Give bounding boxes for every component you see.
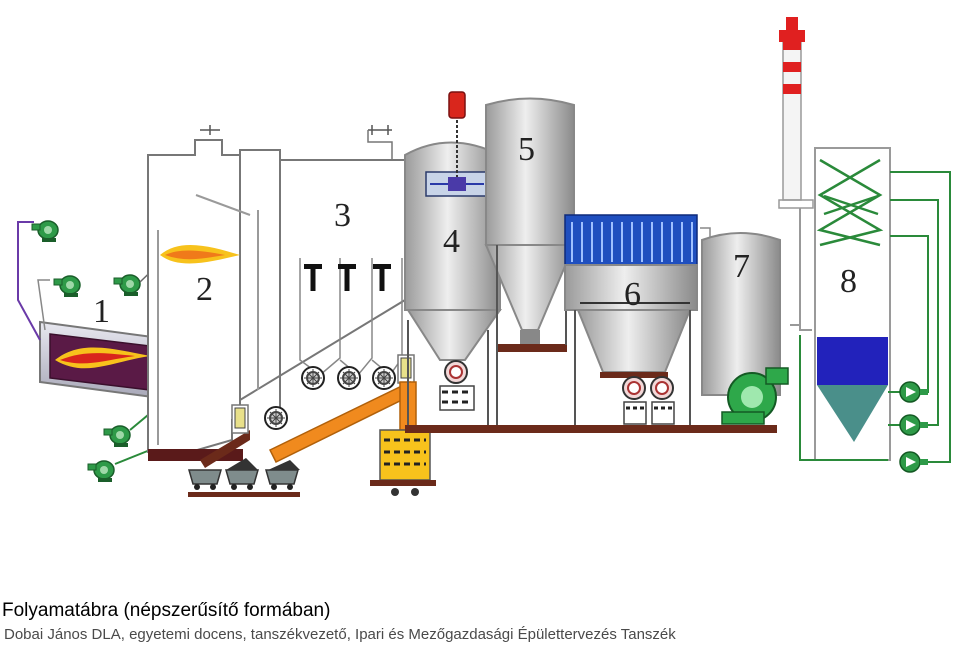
- floor-rail: [405, 425, 777, 433]
- fan-icon: [53, 275, 81, 298]
- reactor-silo: [404, 91, 502, 425]
- rotary-valve-icon: [301, 366, 325, 390]
- sootblower-icon: [304, 264, 322, 291]
- fan-icon: [87, 460, 115, 483]
- wet-scrubber: [790, 147, 951, 473]
- furnace-unit: [17, 220, 166, 483]
- rotary-valve-icon: [372, 366, 396, 390]
- rotary-valve-icon: [622, 376, 646, 400]
- heat-exchanger: [239, 125, 415, 430]
- ash-carts: [188, 458, 300, 497]
- stage-label-8: 8: [840, 263, 857, 300]
- stage-label-4: 4: [443, 223, 460, 260]
- author-credit: Dobai János DLA, egyetemi docens, tanszé…: [4, 626, 676, 643]
- pump-icon: [899, 381, 929, 403]
- stage-label-5: 5: [518, 131, 535, 168]
- storage-silo: [484, 97, 576, 425]
- process-flow-diagram: 1 2 3 4 5 6 7 8: [17, 17, 951, 497]
- cart-icon: [188, 469, 222, 491]
- ash-bin: [370, 429, 436, 496]
- fan-icon: [103, 425, 131, 448]
- fan-icon: [31, 220, 59, 243]
- stage-label-7: 7: [733, 248, 750, 285]
- cart-icon: [225, 469, 259, 491]
- rotary-valve-icon: [444, 360, 468, 384]
- boiler-chamber: [147, 125, 251, 468]
- figure-caption: Folyamatábra (népszerűsítő formában): [2, 600, 331, 621]
- stage-labels: 1 2 3 4 5 6 7 8: [93, 131, 857, 330]
- stage-label-6: 6: [624, 276, 641, 313]
- fan-icon: [113, 274, 141, 297]
- cart-icon: [265, 469, 299, 491]
- rotary-valve-icon: [264, 406, 288, 430]
- stage-label-1: 1: [93, 293, 110, 330]
- bag-filter: [564, 214, 698, 425]
- stage-label-3: 3: [334, 197, 351, 234]
- pump-icon: [899, 414, 929, 436]
- rotary-valve-icon: [337, 366, 361, 390]
- rotary-valve-icon: [650, 376, 674, 400]
- pump-icon: [899, 451, 929, 473]
- chimney: [778, 17, 814, 209]
- sootblower-icon: [373, 264, 391, 291]
- induced-draft-fan: [700, 227, 789, 425]
- stage-label-2: 2: [196, 271, 213, 308]
